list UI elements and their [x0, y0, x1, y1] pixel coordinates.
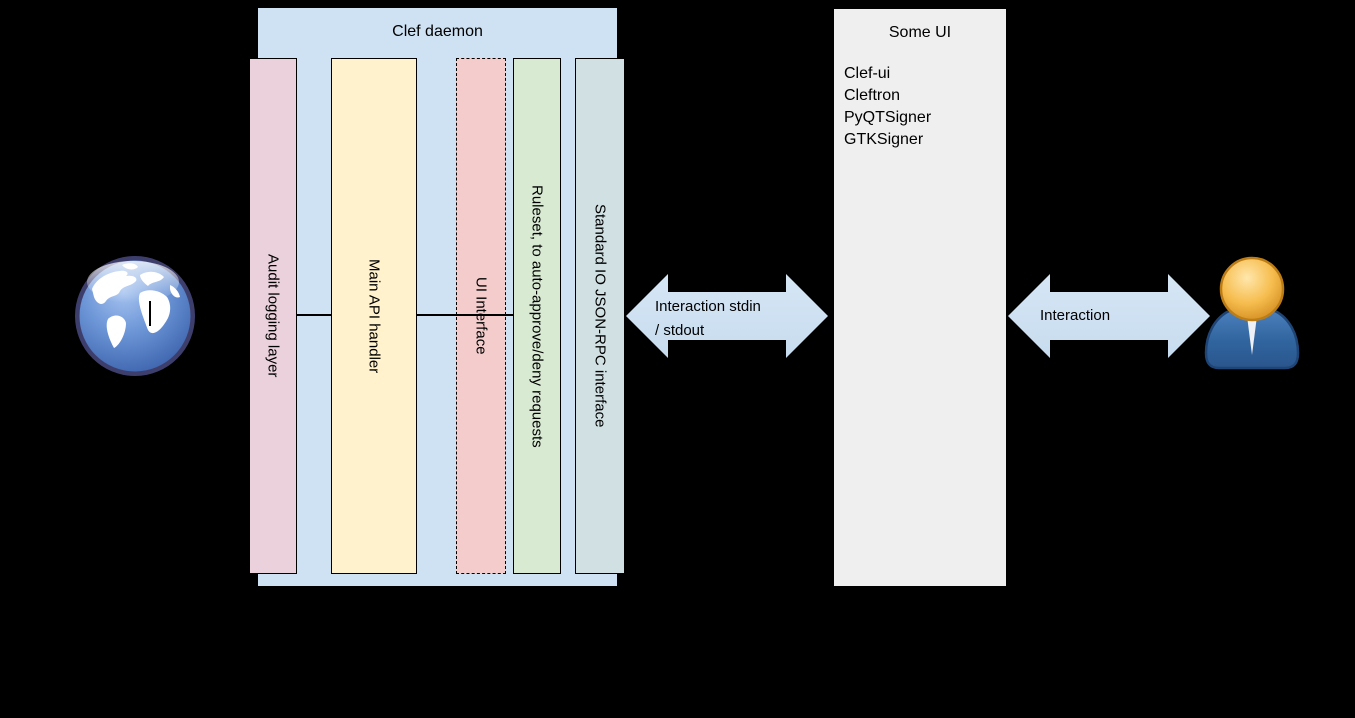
interaction-arrow-icon: [1008, 274, 1210, 358]
some-ui-list-item: Cleftron: [844, 87, 901, 104]
clef-daemon-title: Clef daemon: [392, 23, 483, 40]
column-main-api-handler: Main API handler: [331, 58, 417, 574]
column-main-api-handler-label: Main API handler: [365, 258, 383, 374]
column-audit-logging: Audit logging layer: [249, 58, 297, 574]
some-ui-box: Some UI Clef-ui Cleftron PyQTSigner GTKS…: [833, 8, 1007, 587]
stdin-stdout-arrow-icon: [626, 274, 828, 358]
some-ui-list: Clef-ui Cleftron PyQTSigner GTKSigner: [844, 63, 931, 151]
interaction-arrow-label: Interaction: [1040, 304, 1110, 328]
user-icon: [1204, 256, 1300, 370]
some-ui-list-item: GTKSigner: [844, 131, 924, 148]
column-stdio-jsonrpc-label: Standard IO JSON-RPC interface: [591, 204, 609, 428]
globe-caret-mark: [149, 301, 151, 326]
some-ui-title: Some UI: [888, 24, 952, 41]
some-ui-list-item: Clef-ui: [844, 65, 891, 82]
stdin-stdout-arrow-label-line2: / stdout: [655, 322, 705, 339]
column-ui-interface: UI Interface: [456, 58, 506, 574]
column-ruleset: Ruleset, to auto-approve/deny requests: [513, 58, 561, 574]
clef-daemon-box: Clef daemon: [257, 7, 618, 587]
column-audit-logging-label: Audit logging layer: [264, 254, 282, 378]
column-stdio-jsonrpc: Standard IO JSON-RPC interface: [575, 58, 625, 574]
column-ruleset-label: Ruleset, to auto-approve/deny requests: [528, 184, 546, 448]
globe-icon: [75, 256, 195, 376]
interaction-arrow-label-line1: Interaction: [1040, 307, 1111, 324]
some-ui-list-item: PyQTSigner: [844, 109, 932, 126]
stdin-stdout-arrow-label-line1: Interaction stdin: [655, 298, 761, 315]
stdin-stdout-arrow-label: Interaction stdin / stdout: [655, 295, 761, 343]
